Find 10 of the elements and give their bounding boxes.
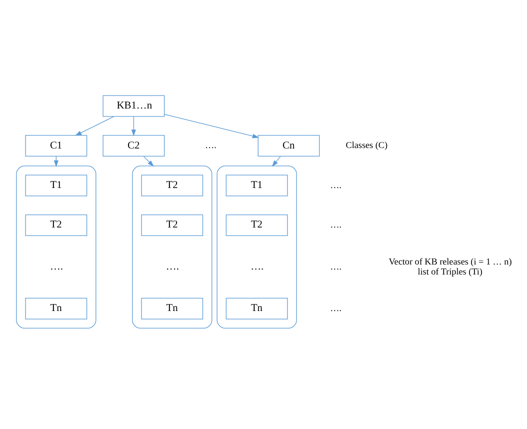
node-text: …. xyxy=(50,261,63,272)
label: …. xyxy=(330,220,342,230)
label: …. xyxy=(205,140,216,150)
node-text: …. xyxy=(166,261,179,272)
label: …. xyxy=(330,180,342,190)
node-text: …. xyxy=(250,261,264,272)
label: …. xyxy=(330,303,342,314)
label: Classes (C) xyxy=(346,140,388,150)
label: …. xyxy=(330,261,342,272)
label: Vector of KB releases (i = 1 … n) list of Triples (Ti) xyxy=(388,256,512,276)
